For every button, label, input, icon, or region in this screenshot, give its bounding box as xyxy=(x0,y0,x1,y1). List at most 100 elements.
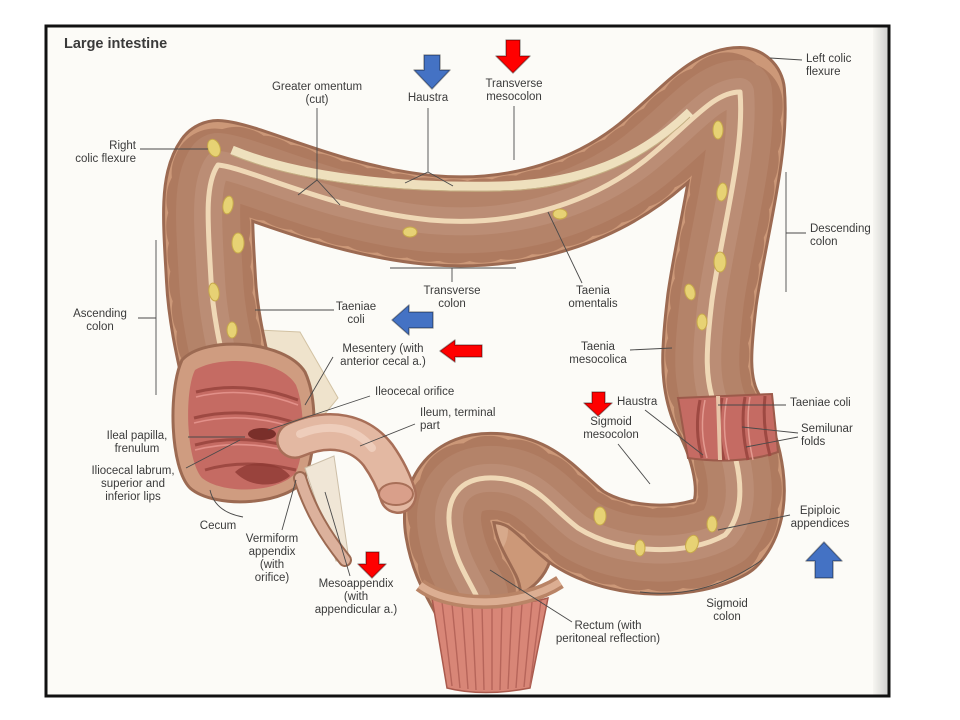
arrow-up-icon xyxy=(805,541,843,579)
label-right-colic-flexure: Right colic flexure xyxy=(75,140,136,166)
vermiform-appendix xyxy=(293,471,352,567)
label-line: colon xyxy=(810,236,838,248)
figure-frame xyxy=(44,24,891,698)
label-line: Transverse xyxy=(423,285,481,297)
leader-line xyxy=(717,514,791,531)
label-line: mesocolon xyxy=(583,429,639,441)
label-line: Epiploic xyxy=(799,505,841,517)
label-line: Descending xyxy=(810,223,871,235)
label-line: Right xyxy=(109,140,136,152)
label-line: appendix xyxy=(248,546,296,558)
leader-line xyxy=(427,171,454,187)
label-rectum: Rectum (with peritoneal reflection) xyxy=(556,620,660,646)
leader-line xyxy=(316,179,341,206)
label-line: colic flexure xyxy=(75,153,136,165)
label-line: mesocolon xyxy=(486,91,542,103)
label-line: (with xyxy=(259,559,285,571)
label-line: Greater omentum xyxy=(271,81,363,93)
label-line: Rectum (with xyxy=(574,620,642,632)
label-line: part xyxy=(420,420,440,432)
label-taeniae-coli-left: Taeniae coli xyxy=(336,301,376,327)
label-line: Ascending xyxy=(73,308,127,320)
leader-line xyxy=(617,443,651,485)
epiploic-appendices xyxy=(207,120,728,557)
arrow-down-icon xyxy=(357,551,387,579)
label-line: folds xyxy=(801,436,826,448)
label-semilunar-folds: Semilunar folds xyxy=(801,423,853,449)
arrow-down-icon xyxy=(413,54,451,90)
label-ileal-papilla: Ileal papilla, frenulum xyxy=(107,430,168,456)
label-ascending-colon: Ascending colon xyxy=(73,308,127,334)
label-iliocecal-labrum: Iliocecal labrum, superior and inferior … xyxy=(91,465,174,504)
label-line: Iliocecal labrum, xyxy=(91,465,175,477)
label-line: inferior lips xyxy=(105,491,161,503)
label-haustra-right: Haustra xyxy=(617,396,657,409)
label-line: superior and xyxy=(101,478,165,490)
leader-line xyxy=(404,171,429,184)
rectum xyxy=(415,575,564,694)
arrow-left-icon xyxy=(391,304,434,336)
label-taenia-omentalis: Taenia omentalis xyxy=(568,285,617,311)
leader-line xyxy=(304,356,334,406)
label-mesentery: Mesentery (with anterior cecal a.) xyxy=(340,343,426,369)
label-line: Ileocecal orifice xyxy=(375,386,455,398)
label-ileocecal-orifice: Ileocecal orifice xyxy=(375,386,454,399)
label-line: Cecum xyxy=(199,520,237,532)
label-line: Taenia xyxy=(581,341,615,353)
label-line: Sigmoid xyxy=(590,416,632,428)
label-line: flexure xyxy=(806,66,841,78)
label-descending-colon: Descending colon xyxy=(810,223,871,249)
leader-line xyxy=(359,423,416,447)
leader-line xyxy=(209,489,244,518)
leader-line xyxy=(745,436,799,448)
label-taenia-mesocolica: Taenia mesocolica xyxy=(569,341,627,367)
label-line: omentalis xyxy=(568,298,618,310)
ileal-papilla xyxy=(248,428,276,440)
leader-line xyxy=(297,179,318,196)
label-line: Sigmoid xyxy=(706,598,748,610)
leader-line xyxy=(639,559,763,594)
greater-omentum xyxy=(230,108,694,192)
label-line: mesocolica xyxy=(569,354,627,366)
label-line: Ileum, terminal xyxy=(420,407,496,419)
leader-line xyxy=(629,347,673,351)
leader-lines xyxy=(138,57,806,623)
label-line: Haustra xyxy=(407,92,449,104)
label-line: colon xyxy=(86,321,114,333)
label-cecum: Cecum xyxy=(200,520,236,533)
arrow-down-icon xyxy=(583,391,613,417)
label-line: Transverse xyxy=(485,78,543,90)
label-epiploic-appendices: Epiploic appendices xyxy=(791,505,850,531)
scan-edge xyxy=(873,27,889,695)
label-transverse-mesocolon: Transverse mesocolon xyxy=(485,78,542,104)
leader-line xyxy=(644,409,704,456)
leader-line xyxy=(324,491,351,577)
label-line: frenulum xyxy=(114,443,160,455)
label-line: Vermiform xyxy=(245,533,299,545)
label-line: orifice) xyxy=(254,572,290,584)
label-line: peritoneal reflection) xyxy=(555,633,661,645)
leader-line xyxy=(769,57,803,61)
label-line: coli xyxy=(347,314,365,326)
label-left-colic-flexure: Left colic flexure xyxy=(806,53,851,79)
label-transverse-colon: Transverse colon xyxy=(423,285,480,311)
label-line: Ileal papilla, xyxy=(106,430,168,442)
label-line: Taenia xyxy=(576,285,610,297)
label-line: Mesoappendix xyxy=(318,578,394,590)
label-line: anterior cecal a.) xyxy=(340,356,426,368)
leader-line xyxy=(267,395,371,431)
label-line: appendicular a.) xyxy=(314,604,398,616)
label-ileum-terminal: Ileum, terminal part xyxy=(420,407,495,433)
leader-line xyxy=(547,211,583,284)
leader-line xyxy=(741,426,799,434)
ileum xyxy=(276,413,417,514)
label-line: colon xyxy=(713,611,741,623)
label-sigmoid-mesocolon: Sigmoid mesocolon xyxy=(583,416,639,442)
label-greater-omentum: Greater omentum (cut) xyxy=(272,81,362,107)
cecum xyxy=(171,342,316,504)
label-line: (with xyxy=(343,591,369,603)
label-line: Mesentery (with xyxy=(342,343,424,355)
label-haustra-top: Haustra xyxy=(408,92,448,105)
leader-line xyxy=(489,569,573,623)
